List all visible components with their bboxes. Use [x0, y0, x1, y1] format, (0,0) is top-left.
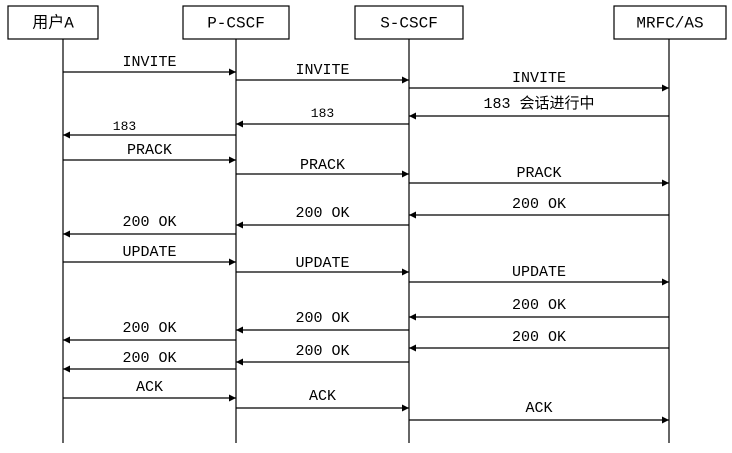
message-label: UPDATE [122, 244, 176, 261]
message-label: 200 OK [512, 196, 566, 213]
message-label: PRACK [300, 157, 345, 174]
message-1: INVITE [236, 62, 409, 84]
participant-label: MRFC/AS [636, 15, 703, 33]
message-6: PRACK [63, 142, 236, 164]
message-label: 183 会话进行中 [483, 95, 594, 113]
lifelines [62, 39, 670, 443]
message-19: 200 OK [236, 343, 409, 366]
participant-box [354, 5, 464, 40]
message-label: ACK [309, 388, 336, 405]
message-label: 200 OK [295, 343, 349, 360]
participant-scscf: S-CSCF [354, 5, 464, 40]
message-15: 200 OK [409, 297, 669, 321]
message-16: 200 OK [236, 310, 409, 334]
participant-box [613, 5, 727, 40]
message-4: 183 [236, 106, 409, 128]
message-8: PRACK [409, 165, 669, 187]
message-18: 200 OK [409, 329, 669, 352]
participant-label: 用户A [32, 14, 74, 33]
message-label: ACK [136, 379, 163, 396]
message-label: 200 OK [512, 297, 566, 314]
participant-pcscf: P-CSCF [182, 5, 290, 40]
message-5: 183 [63, 119, 236, 139]
message-label: UPDATE [512, 264, 566, 281]
message-12: UPDATE [63, 244, 236, 266]
message-label: 200 OK [512, 329, 566, 346]
participant-mrfc: MRFC/AS [613, 5, 727, 40]
message-23: ACK [409, 400, 669, 424]
message-label: 200 OK [122, 214, 176, 231]
participant-box [182, 5, 290, 40]
message-label: 183 [113, 119, 136, 134]
message-label: 200 OK [122, 320, 176, 337]
message-11: 200 OK [63, 214, 236, 238]
message-label: 200 OK [295, 310, 349, 327]
message-label: PRACK [127, 142, 172, 159]
message-3: 183 会话进行中 [409, 95, 669, 120]
message-label: UPDATE [295, 255, 349, 272]
message-0: INVITE [63, 54, 236, 76]
message-2: INVITE [409, 70, 669, 92]
message-label: PRACK [516, 165, 561, 182]
message-14: UPDATE [409, 264, 669, 286]
message-22: ACK [236, 388, 409, 412]
participant-label: S-CSCF [380, 15, 438, 33]
message-label: 183 [311, 106, 334, 121]
message-label: 200 OK [295, 205, 349, 222]
message-label: ACK [525, 400, 552, 417]
participants: 用户A P-CSCF S-CSCF MRFC/AS [7, 5, 727, 40]
message-9: 200 OK [409, 196, 669, 219]
message-10: 200 OK [236, 205, 409, 229]
message-label: INVITE [122, 54, 176, 71]
message-label: INVITE [295, 62, 349, 79]
message-7: PRACK [236, 157, 409, 178]
message-label: 200 OK [122, 350, 176, 367]
message-21: ACK [63, 379, 236, 402]
message-13: UPDATE [236, 255, 409, 276]
message-label: INVITE [512, 70, 566, 87]
participant-ue: 用户A [7, 5, 99, 40]
message-20: 200 OK [63, 350, 236, 373]
participant-box [7, 5, 99, 40]
message-17: 200 OK [63, 320, 236, 344]
participant-label: P-CSCF [207, 15, 265, 33]
